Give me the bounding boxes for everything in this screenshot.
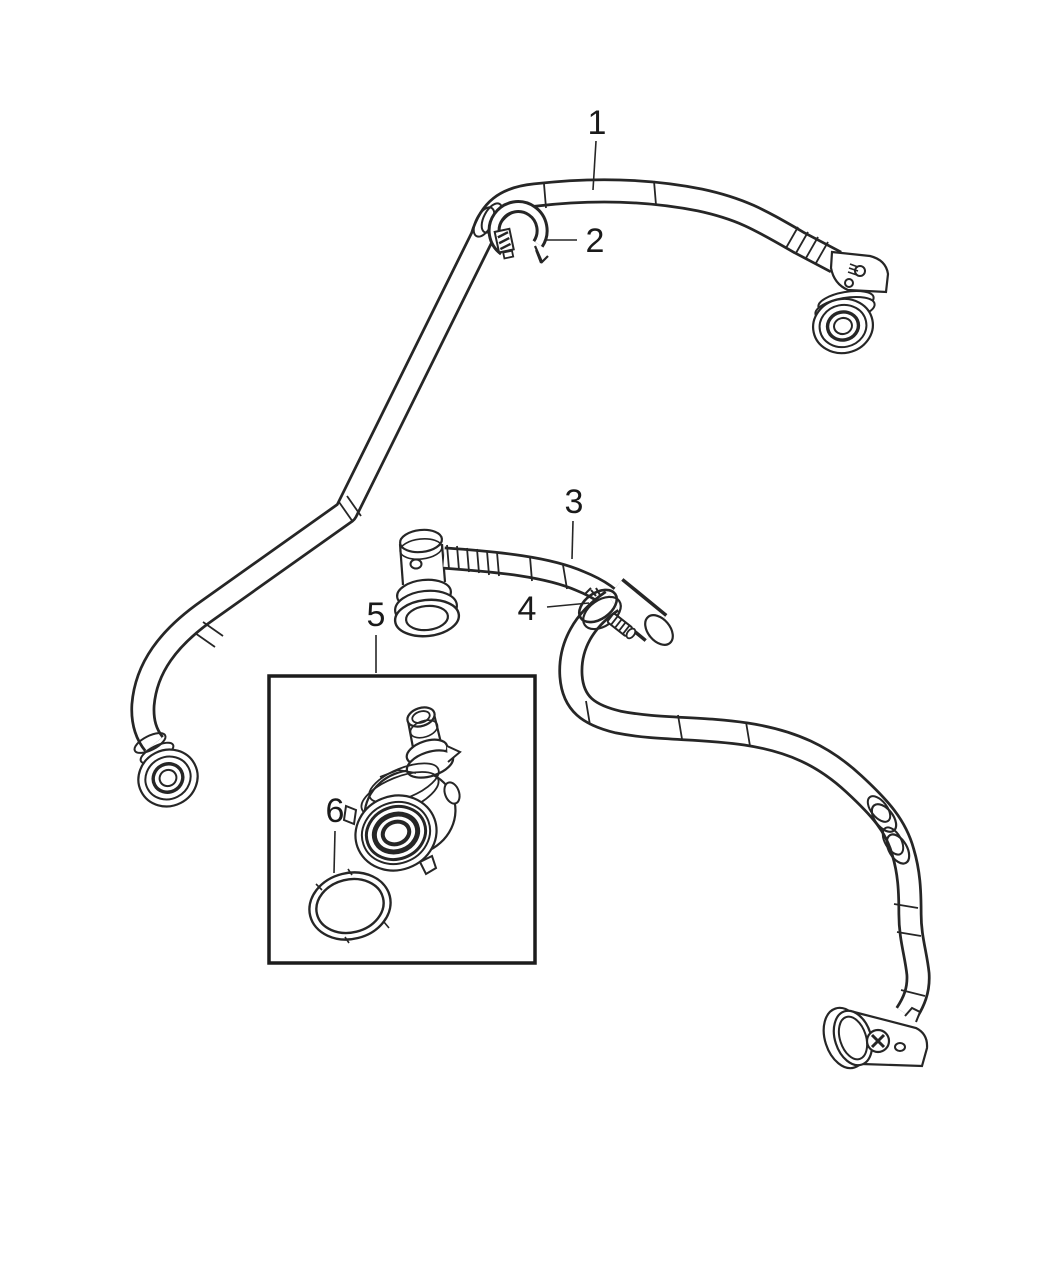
upper-hose-right-elbow-fitting — [812, 250, 890, 355]
upper-hose-segment-marks — [194, 180, 829, 648]
callout-1: 1 — [588, 104, 607, 191]
clip-mount-bracket — [493, 227, 515, 260]
lower-hose — [393, 528, 931, 1070]
lower-hose-bottom-quick-connect — [822, 1006, 929, 1070]
hose-retaining-clip — [472, 200, 549, 264]
o-ring-seal — [308, 868, 392, 944]
lower-hose-sleeve-marks — [585, 700, 926, 997]
callout-4: 4 — [518, 590, 590, 628]
callout-2-label: 2 — [586, 222, 605, 260]
lower-hose-branch-stub — [600, 578, 674, 646]
upper-hose-left-quick-connect — [133, 732, 199, 808]
lower-hose-left-elbow — [393, 528, 461, 638]
callout-2: 2 — [545, 222, 604, 260]
callout-6-leader — [333, 830, 336, 874]
callout-6-label: 6 — [326, 792, 345, 830]
hose-clamp — [577, 587, 637, 640]
callout-3-leader — [571, 520, 574, 560]
upper-hose — [130, 178, 890, 808]
callout-1-label: 1 — [588, 104, 607, 142]
callouts: 1 2 3 4 5 6 — [326, 104, 607, 874]
lower-hose-corrugation-marks — [446, 544, 568, 590]
upper-hose-tube-fill — [133, 181, 841, 751]
clamp-screw — [606, 612, 637, 640]
callout-3: 3 — [565, 483, 584, 560]
callout-1-leader — [592, 140, 597, 191]
pcv-valve-nipple — [405, 706, 462, 779]
callout-5: 5 — [367, 596, 386, 673]
pcv-valve-front-rings — [354, 794, 438, 872]
pcv-valve — [342, 706, 462, 876]
callout-3-label: 3 — [565, 483, 584, 521]
callout-4-leader — [546, 602, 590, 608]
upper-hose-tube-outline — [130, 178, 842, 752]
callout-4-label: 4 — [518, 590, 537, 628]
crosshead-screw-icon — [865, 1028, 891, 1054]
callout-6: 6 — [326, 792, 345, 874]
callout-5-label: 5 — [367, 596, 386, 634]
parts-inset-box — [267, 674, 537, 965]
